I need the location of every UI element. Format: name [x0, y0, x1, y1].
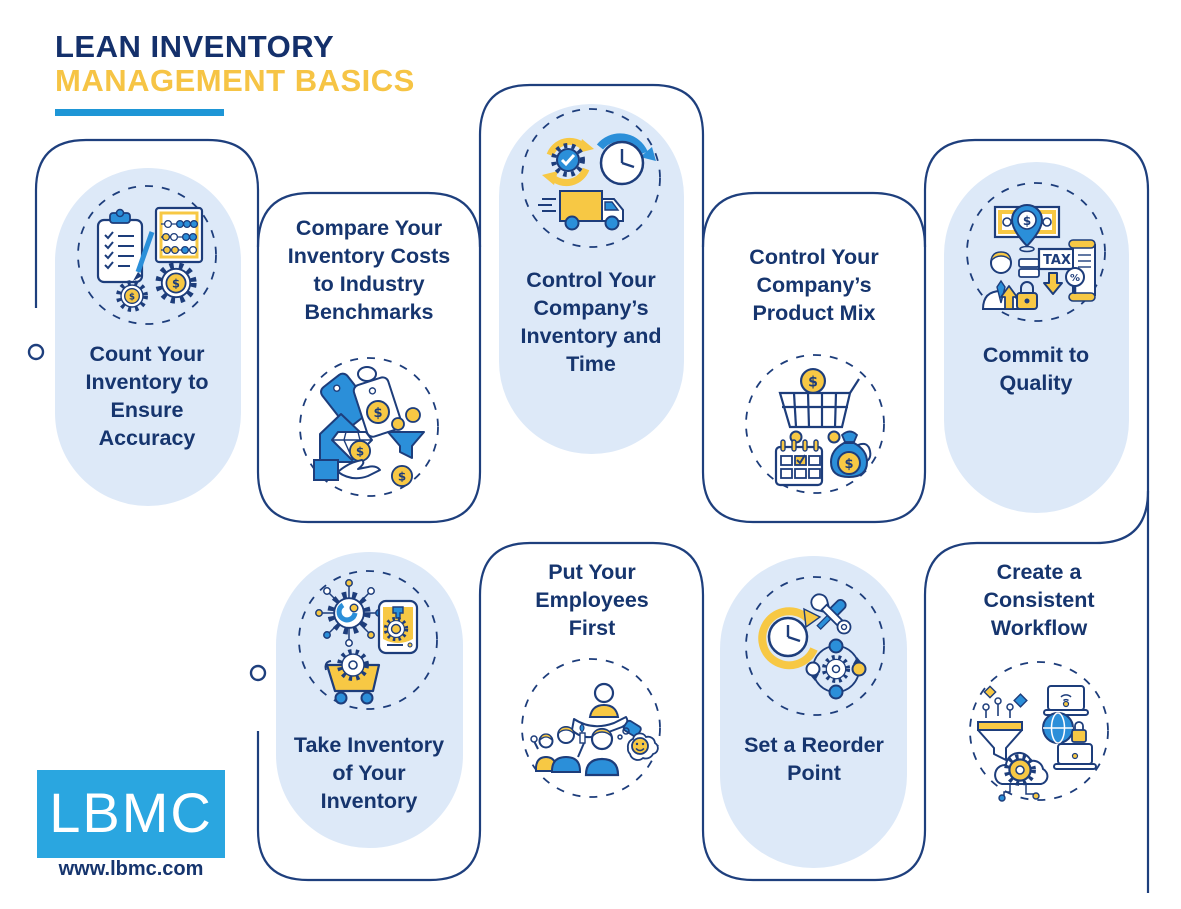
- reorder-clock-icon: [758, 607, 822, 670]
- shopping-cart-icon: [778, 378, 860, 444]
- money-tax-audit-icon: $ TAX %: [966, 182, 1106, 322]
- svg-text:%: %: [1070, 273, 1080, 284]
- audit-scroll-icon: %: [1065, 239, 1096, 302]
- clipboard-checklist-icon: [96, 208, 144, 284]
- price-tags-icon: [320, 366, 403, 438]
- calendar-check-icon: [774, 439, 824, 487]
- title-line-2: MANAGEMENT BASICS: [55, 63, 415, 99]
- funnel-coins-icon: [387, 407, 425, 459]
- data-funnel-icon: [977, 685, 1028, 761]
- page-title: LEAN INVENTORY MANAGEMENT BASICS: [55, 29, 415, 99]
- employee-group-icon: [530, 723, 620, 777]
- hand-icon: [313, 459, 381, 481]
- row2-marker-dot: [249, 664, 267, 682]
- hand-holding-person-icon: [571, 682, 642, 739]
- tax-sign-icon: TAX: [1037, 247, 1077, 271]
- card-pill-count-inventory: [55, 168, 241, 506]
- price-tags-house-funnel-icon: [299, 357, 439, 497]
- clock-arrow-icon: [596, 133, 656, 186]
- pencil-icon: [133, 231, 155, 281]
- card-pill-inventory-time: [499, 104, 684, 454]
- funnel-cloud-laptops-icon: [969, 661, 1109, 802]
- svg-text:TAX: TAX: [1043, 253, 1071, 268]
- title-line-1: LEAN INVENTORY: [55, 29, 335, 64]
- lbmc-logo: LBMC: [37, 770, 225, 858]
- cloud-gear-icon: [994, 751, 1049, 802]
- smiley-thought-bubble-icon: [617, 727, 659, 761]
- clipboard-abacus-gears-icon: [77, 185, 217, 325]
- clock-tools-orbit-gear-icon: [745, 576, 885, 716]
- orbit-gear-icon: [805, 638, 867, 700]
- cart-gear-icon: [324, 652, 381, 705]
- website-url: www.lbmc.com: [58, 858, 204, 880]
- padlock-icon: [1016, 281, 1038, 310]
- dollar-pin-icon: $: [1010, 203, 1044, 253]
- laptops-globe-lock-icon: [1042, 685, 1097, 770]
- gear-wrench-devices-cart-icon: [298, 570, 438, 710]
- sync-gear-icon: [542, 137, 594, 187]
- cart-calendar-moneybag-icon: [745, 354, 885, 494]
- abacus-icon: [154, 206, 204, 264]
- card4-top-arc: [701, 191, 927, 248]
- house-diamond-icon: [319, 413, 373, 463]
- start-marker-dot: [27, 343, 45, 361]
- delivery-truck-icon: [538, 190, 624, 231]
- sync-clock-truck-icon: [521, 108, 661, 248]
- hand-people-smiley-icon: [521, 658, 661, 798]
- down-arrow-icon: [1043, 272, 1063, 295]
- money-bag-icon: [829, 430, 872, 479]
- coupons-icon: [1018, 258, 1040, 278]
- dollar-coin: [800, 368, 826, 394]
- network-gear-wrench-icon: [315, 579, 383, 647]
- crossed-tools-icon: [810, 593, 852, 635]
- device-gear-icon: [377, 599, 419, 655]
- up-arrow-icon: [1000, 285, 1018, 310]
- title-underline-bar: [55, 109, 224, 116]
- svg-text:$: $: [1023, 214, 1031, 228]
